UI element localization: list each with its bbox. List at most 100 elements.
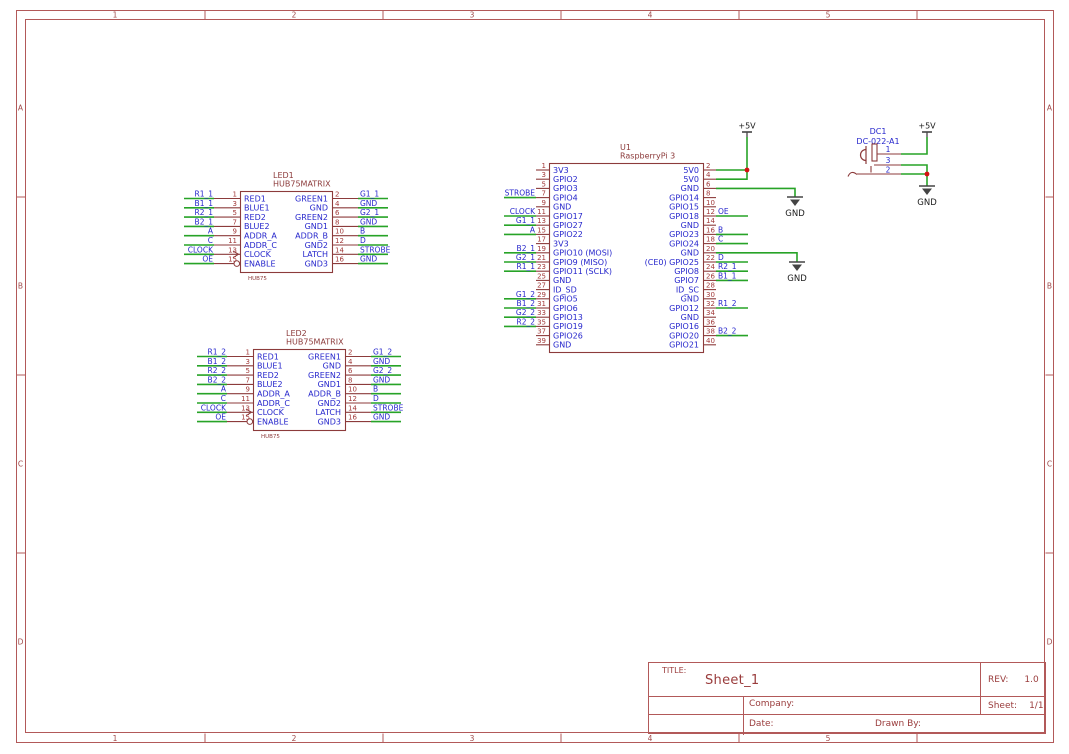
net-label-OE[interactable]: OE (215, 413, 226, 422)
ref-designator[interactable]: U1 (620, 143, 631, 152)
net-label-R2_2[interactable]: R2_2 (516, 317, 535, 326)
net-label-GND[interactable]: GND (360, 217, 377, 226)
net-label-G2_2[interactable]: G2_2 (516, 308, 535, 317)
component-value[interactable]: HUB75MATRIX (286, 338, 344, 347)
net-label-B[interactable]: B (373, 385, 378, 394)
wire[interactable] (901, 164, 928, 186)
net-label-R2_2[interactable]: R2_2 (207, 366, 226, 375)
net-label-R1_2[interactable]: R1_2 (718, 299, 737, 308)
gnd-symbol[interactable]: GND (785, 196, 805, 219)
pin-number: 2 (706, 162, 710, 170)
net-label-B[interactable]: B (360, 227, 365, 236)
frame-column-label: 4 (648, 11, 653, 20)
power-5v-symbol[interactable]: +5V (738, 122, 756, 138)
power-5v-symbol[interactable]: +5V (918, 122, 936, 138)
net-label-B1_2[interactable]: B1_2 (517, 299, 536, 308)
pin-name: ADDR_C (257, 399, 290, 408)
component-body[interactable] (252, 348, 347, 432)
net-label-G1_2[interactable]: G1_2 (516, 290, 535, 299)
pin-number: 9 (233, 228, 237, 236)
net-label-OE[interactable]: OE (202, 255, 213, 264)
pin-name: GND (681, 249, 699, 258)
net-label-CLOCK[interactable]: CLOCK (188, 245, 214, 254)
net-label-R1_1[interactable]: R1_1 (194, 190, 213, 199)
wire[interactable] (716, 252, 798, 262)
wire[interactable] (716, 187, 796, 197)
net-label-B1_1[interactable]: B1_1 (718, 271, 737, 280)
pin-number: 34 (706, 309, 715, 317)
frame-row-label: B (18, 282, 23, 291)
net-label-A[interactable]: A (530, 225, 536, 234)
pin-name: GPIO12 (669, 304, 699, 313)
net-label-B2_2[interactable]: B2_2 (208, 375, 227, 384)
pin-name: ADDR_A (244, 232, 277, 241)
gnd-symbol[interactable]: GND (787, 261, 807, 284)
wire[interactable] (716, 170, 748, 180)
pin-number: 27 (537, 282, 546, 290)
net-label-GND[interactable]: GND (373, 375, 390, 384)
net-label-R2_1[interactable]: R2_1 (718, 262, 737, 271)
pin-name: GND (681, 184, 699, 193)
wire[interactable] (901, 137, 928, 155)
component-value[interactable]: RaspberryPi 3 (620, 152, 675, 161)
net-label-D[interactable]: D (373, 394, 379, 403)
frame-row-label: D (1047, 638, 1053, 647)
net-label-B2_1[interactable]: B2_1 (517, 244, 536, 253)
pin-number: 12 (348, 395, 357, 403)
net-label-C[interactable]: C (221, 394, 226, 403)
pin-name: RED2 (257, 371, 279, 380)
net-label-OE[interactable]: OE (718, 207, 729, 216)
net-label-A[interactable]: A (208, 227, 214, 236)
net-label-C[interactable]: C (208, 236, 213, 245)
net-label-STROBE[interactable]: STROBE (505, 189, 536, 198)
net-label-G1_1[interactable]: G1_1 (360, 190, 379, 199)
net-label-GND[interactable]: GND (373, 357, 390, 366)
net-label-G1_1[interactable]: G1_1 (516, 216, 535, 225)
net-label-R1_2[interactable]: R1_2 (207, 348, 226, 357)
component-body[interactable] (239, 190, 334, 274)
net-label-B1_1[interactable]: B1_1 (195, 199, 214, 208)
net-label-G2_2[interactable]: G2_2 (373, 366, 392, 375)
net-label-D[interactable]: D (360, 236, 366, 245)
net-label-CLOCK[interactable]: CLOCK (510, 207, 536, 216)
net-label-GND[interactable]: GND (373, 413, 390, 422)
ref-designator[interactable]: LED1 (273, 171, 294, 180)
net-label-GND[interactable]: GND (360, 255, 377, 264)
net-label-B2_2[interactable]: B2_2 (718, 327, 737, 336)
ref-designator[interactable]: LED2 (286, 329, 307, 338)
pin-number: 22 (706, 254, 715, 262)
net-label-G2_1[interactable]: G2_1 (360, 208, 379, 217)
frame-column-label: 3 (470, 11, 475, 20)
pin-name: GND (553, 341, 571, 350)
pin-number: 35 (537, 318, 546, 326)
net-label-C[interactable]: C (718, 235, 723, 244)
net-label-STROBE[interactable]: STROBE (373, 403, 404, 412)
net-label-G2_1[interactable]: G2_1 (516, 253, 535, 262)
net-label-B2_1[interactable]: B2_1 (195, 217, 214, 226)
pin-number: 11 (228, 237, 237, 245)
title-block: TITLE: Sheet_1 REV: 1.0 Company: Sheet: … (648, 662, 1046, 735)
wire[interactable] (716, 137, 748, 171)
pin-number: 7 (246, 376, 250, 384)
net-label-R1_1[interactable]: R1_1 (516, 262, 535, 271)
net-label-CLOCK[interactable]: CLOCK (201, 403, 227, 412)
ref-designator[interactable]: DC1 (870, 127, 887, 136)
net-label-D[interactable]: D (718, 253, 724, 262)
net-label-G1_2[interactable]: G1_2 (373, 348, 392, 357)
component-body[interactable] (548, 162, 705, 354)
net-label-A[interactable]: A (221, 385, 227, 394)
net-label-B[interactable]: B (718, 225, 723, 234)
net-label-R2_1[interactable]: R2_1 (194, 208, 213, 217)
net-label-GND[interactable]: GND (360, 199, 377, 208)
net-label-STROBE[interactable]: STROBE (360, 245, 391, 254)
gnd-symbol[interactable]: GND (917, 185, 937, 208)
pin-name: GPIO6 (553, 304, 578, 313)
net-label-B1_2[interactable]: B1_2 (208, 357, 227, 366)
component-value[interactable]: HUB75MATRIX (273, 180, 331, 189)
component-value[interactable]: DC-022-A1 (856, 137, 899, 146)
